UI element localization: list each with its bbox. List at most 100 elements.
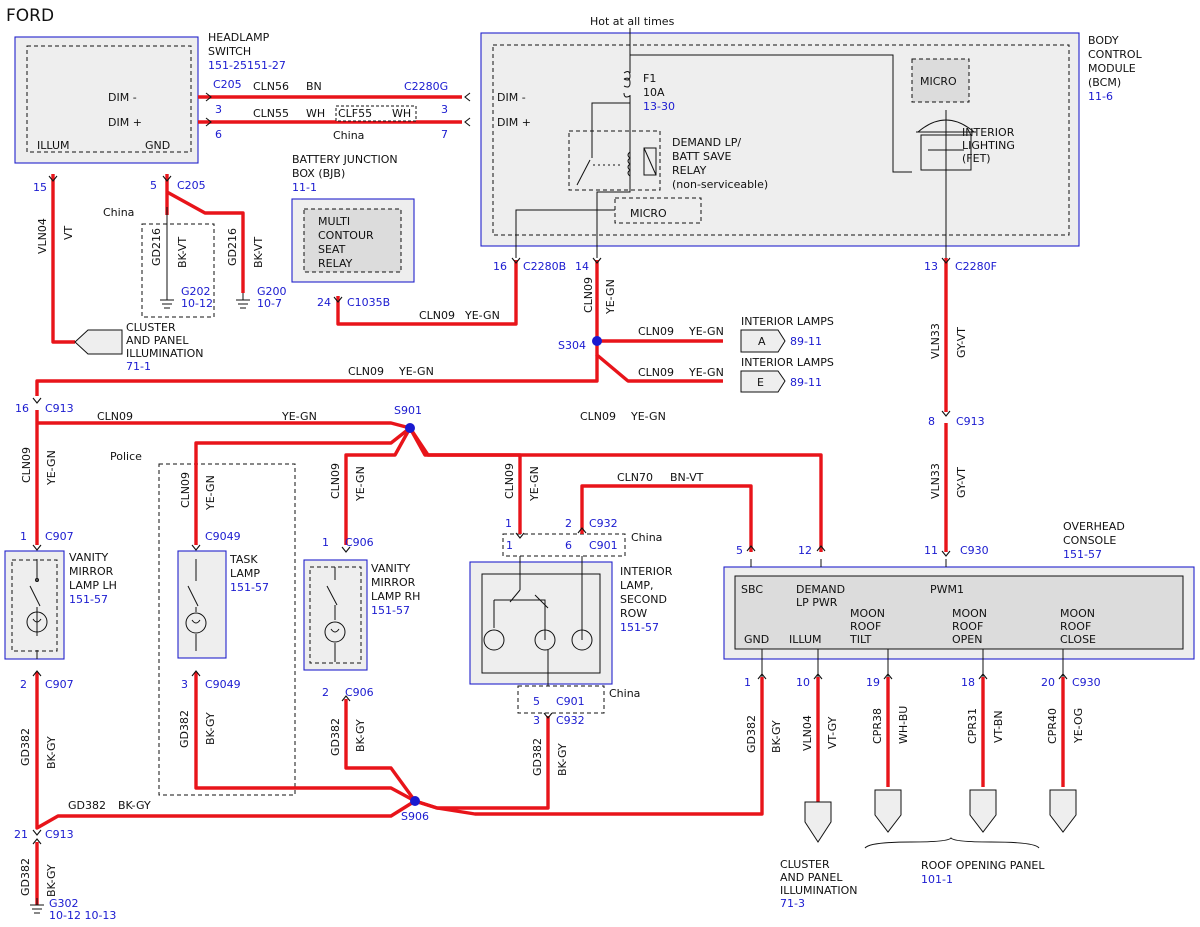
svg-text:BN-VT: BN-VT bbox=[670, 471, 704, 484]
cluster-connector-left bbox=[74, 329, 123, 355]
svg-text:CLN09: CLN09 bbox=[179, 472, 192, 508]
svg-text:10-12 10-13: 10-12 10-13 bbox=[49, 909, 116, 922]
svg-text:C2280G: C2280G bbox=[404, 80, 448, 93]
svg-text:11-1: 11-1 bbox=[292, 181, 317, 194]
svg-text:GD216: GD216 bbox=[226, 228, 239, 266]
svg-text:ROOF: ROOF bbox=[952, 620, 983, 633]
svg-text:GD382: GD382 bbox=[19, 858, 32, 896]
interior-lamp-2nd-box bbox=[469, 561, 613, 685]
svg-text:ILLUMINATION: ILLUMINATION bbox=[780, 884, 858, 897]
svg-text:ROW: ROW bbox=[620, 607, 647, 620]
svg-text:VLN04: VLN04 bbox=[36, 218, 49, 254]
svg-text:CONSOLE: CONSOLE bbox=[1063, 534, 1116, 547]
svg-text:SECOND: SECOND bbox=[620, 593, 667, 606]
svg-text:6: 6 bbox=[215, 128, 222, 141]
svg-text:AND PANEL: AND PANEL bbox=[126, 334, 189, 347]
svg-text:VT: VT bbox=[62, 225, 75, 240]
svg-text:WH-BU: WH-BU bbox=[897, 706, 910, 744]
svg-text:71-1: 71-1 bbox=[126, 360, 151, 373]
svg-text:LAMP RH: LAMP RH bbox=[371, 590, 420, 603]
svg-text:CLN09: CLN09 bbox=[582, 277, 595, 313]
clf55-box bbox=[335, 105, 417, 122]
svg-text:10A: 10A bbox=[643, 86, 665, 99]
svg-text:GD382: GD382 bbox=[329, 718, 342, 756]
svg-text:3: 3 bbox=[533, 714, 540, 727]
svg-text:5: 5 bbox=[736, 544, 743, 557]
splice-s901 bbox=[405, 423, 415, 433]
svg-text:(FET): (FET) bbox=[962, 152, 991, 165]
svg-text:101-1: 101-1 bbox=[921, 873, 953, 886]
svg-text:89-11: 89-11 bbox=[790, 335, 822, 348]
svg-text:C913: C913 bbox=[45, 828, 74, 841]
svg-text:SEAT: SEAT bbox=[318, 243, 346, 256]
svg-text:OVERHEAD: OVERHEAD bbox=[1063, 520, 1125, 533]
splice-s304 bbox=[592, 336, 602, 346]
svg-text:ILLUM: ILLUM bbox=[789, 633, 822, 646]
svg-text:INTERIOR LAMPS: INTERIOR LAMPS bbox=[741, 315, 834, 328]
svg-text:YE-GN: YE-GN bbox=[354, 466, 367, 502]
svg-text:YE-GN: YE-GN bbox=[45, 450, 58, 486]
svg-text:C2280F: C2280F bbox=[955, 260, 997, 273]
svg-text:DEMAND: DEMAND bbox=[796, 583, 845, 596]
svg-text:YE-GN: YE-GN bbox=[688, 325, 724, 338]
china-ground-box bbox=[141, 223, 215, 318]
svg-text:GND: GND bbox=[744, 633, 769, 646]
svg-text:C9049: C9049 bbox=[205, 530, 241, 543]
svg-text:CLN09: CLN09 bbox=[638, 325, 674, 338]
svg-text:China: China bbox=[103, 206, 134, 219]
svg-text:71-3: 71-3 bbox=[780, 897, 805, 910]
svg-text:BODY: BODY bbox=[1088, 34, 1119, 47]
svg-text:CLOSE: CLOSE bbox=[1060, 633, 1096, 646]
svg-text:VT-BN: VT-BN bbox=[992, 710, 1005, 743]
svg-text:YE-GN: YE-GN bbox=[204, 475, 217, 511]
roof-connector-1 bbox=[874, 789, 902, 833]
svg-text:1: 1 bbox=[744, 676, 751, 689]
svg-text:2: 2 bbox=[565, 517, 572, 530]
svg-text:A: A bbox=[758, 335, 766, 348]
svg-text:C1035B: C1035B bbox=[347, 296, 390, 309]
svg-text:151-57: 151-57 bbox=[230, 581, 269, 594]
svg-text:5: 5 bbox=[533, 695, 540, 708]
svg-text:YE-GN: YE-GN bbox=[398, 365, 434, 378]
svg-text:RELAY: RELAY bbox=[672, 164, 707, 177]
svg-text:C205: C205 bbox=[213, 78, 242, 91]
svg-text:GD382: GD382 bbox=[68, 799, 106, 812]
svg-text:Police: Police bbox=[110, 450, 142, 463]
svg-text:CLUSTER: CLUSTER bbox=[780, 858, 830, 871]
svg-text:GD216: GD216 bbox=[150, 228, 163, 266]
svg-text:VANITY: VANITY bbox=[371, 562, 411, 575]
svg-text:7: 7 bbox=[441, 128, 448, 141]
svg-text:CLN09: CLN09 bbox=[580, 410, 616, 423]
brand: FORD bbox=[6, 6, 54, 26]
svg-text:151-57: 151-57 bbox=[69, 593, 108, 606]
svg-text:CLF55: CLF55 bbox=[338, 107, 372, 120]
svg-text:151-57: 151-57 bbox=[1063, 548, 1102, 561]
svg-text:19: 19 bbox=[866, 676, 880, 689]
svg-text:DIM -: DIM - bbox=[497, 91, 526, 104]
svg-text:C913: C913 bbox=[956, 415, 985, 428]
svg-text:OPEN: OPEN bbox=[952, 633, 982, 646]
svg-text:YE-GN: YE-GN bbox=[464, 309, 500, 322]
svg-text:GD382: GD382 bbox=[19, 728, 32, 766]
svg-text:BATTERY JUNCTION: BATTERY JUNCTION bbox=[292, 153, 398, 166]
svg-text:C932: C932 bbox=[556, 714, 585, 727]
svg-text:MICRO: MICRO bbox=[920, 75, 957, 88]
svg-text:13-30: 13-30 bbox=[643, 100, 675, 113]
svg-text:DIM -: DIM - bbox=[108, 91, 137, 104]
svg-text:(non-serviceable): (non-serviceable) bbox=[672, 178, 768, 191]
roof-connector-2 bbox=[969, 789, 997, 833]
svg-text:China: China bbox=[631, 531, 662, 544]
svg-text:1: 1 bbox=[322, 536, 329, 549]
svg-text:151-57: 151-57 bbox=[620, 621, 659, 634]
svg-text:C901: C901 bbox=[589, 539, 618, 552]
svg-text:16: 16 bbox=[15, 402, 29, 415]
svg-text:WH: WH bbox=[306, 107, 325, 120]
roof-connector-3 bbox=[1049, 789, 1077, 833]
svg-text:BATT SAVE: BATT SAVE bbox=[672, 150, 731, 163]
svg-text:8: 8 bbox=[928, 415, 935, 428]
svg-text:CLN70: CLN70 bbox=[617, 471, 653, 484]
svg-text:3: 3 bbox=[181, 678, 188, 691]
svg-text:C932: C932 bbox=[589, 517, 618, 530]
svg-text:CONTOUR: CONTOUR bbox=[318, 229, 374, 242]
svg-text:11-6: 11-6 bbox=[1088, 90, 1113, 103]
